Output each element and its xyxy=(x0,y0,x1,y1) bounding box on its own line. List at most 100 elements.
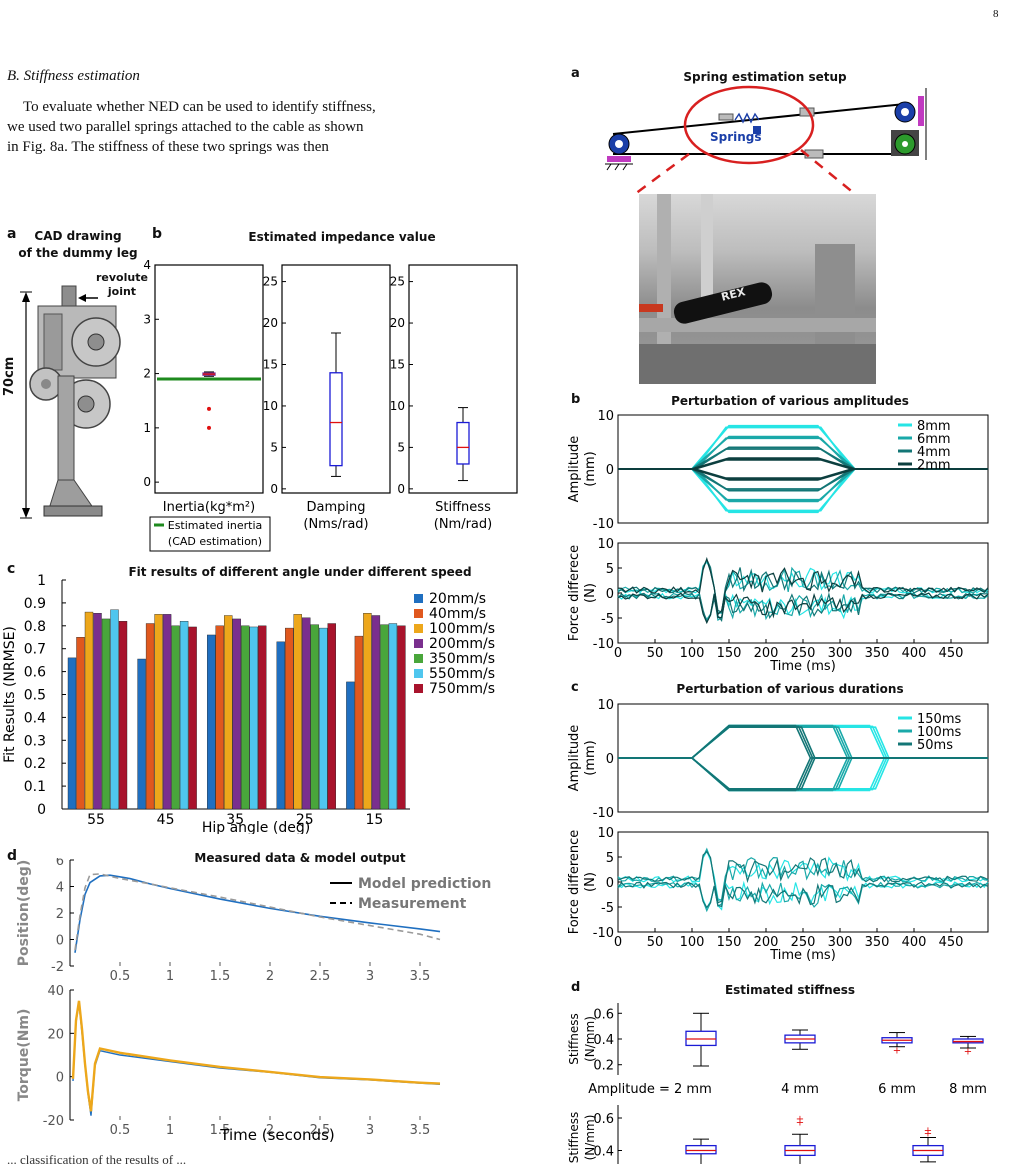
y-axis-label: Force difference xyxy=(567,830,582,935)
bar xyxy=(240,625,250,810)
outlier-point: + xyxy=(964,1047,972,1058)
y-axis-label: Stiffness xyxy=(567,1013,581,1064)
legend-label: 200mm/s xyxy=(429,636,495,652)
y-axis-label-2: (N/mm) xyxy=(583,1115,597,1161)
x-tick-label: 400 xyxy=(902,935,927,950)
x-axis-label-2: (Nms/rad) xyxy=(303,517,368,532)
bar xyxy=(302,617,311,810)
right-pulley xyxy=(894,88,927,160)
legend-swatch xyxy=(414,639,423,648)
amplitude-trace xyxy=(618,468,988,480)
y-tick-label: -10 xyxy=(593,806,614,821)
x-tick-label: 1 xyxy=(166,969,174,984)
force-trace xyxy=(617,847,989,901)
revolute-label-1: revolute xyxy=(96,271,148,284)
bar xyxy=(67,657,77,810)
y-tick-label: 5 xyxy=(606,851,614,866)
y-tick-label: 0.7 xyxy=(24,642,46,658)
x-tick-label: 2 xyxy=(266,969,274,984)
series-line xyxy=(72,1002,441,1116)
y-axis-label-2: (N/mm) xyxy=(583,1016,597,1062)
revolute-joint-label: revolute joint xyxy=(96,271,148,299)
bar xyxy=(76,637,85,810)
panel-d-title: Measured data & model output xyxy=(194,851,406,865)
x-tick-label: 35 xyxy=(226,812,244,828)
x-tick-label: 50 xyxy=(647,935,664,950)
impedance-chart: 01234Inertia(kg*m²)0510152025Damping(Nms… xyxy=(143,258,518,552)
page-number: 8 xyxy=(993,8,999,20)
y-axis-label-2: (mm) xyxy=(583,740,598,775)
bar xyxy=(137,658,146,810)
x-axis-label: Damping xyxy=(307,500,366,515)
force-trace xyxy=(617,556,989,616)
y-tick-label: -10 xyxy=(593,926,614,941)
y-tick-label: 10 xyxy=(597,826,614,841)
setup-photo: REX xyxy=(639,194,876,384)
y-tick-label: 0.4 xyxy=(24,710,46,726)
bar xyxy=(179,621,189,810)
y-tick-label: 5 xyxy=(606,562,614,577)
outlier-point: + xyxy=(796,1117,804,1128)
x-tick-label: 3.5 xyxy=(410,1123,431,1138)
x-tick-label: Amplitude = 2 mm xyxy=(588,1082,712,1097)
bar xyxy=(215,625,224,810)
outlier-point xyxy=(207,406,211,411)
bar xyxy=(371,615,381,810)
bar xyxy=(293,614,302,810)
y-tick-label: -5 xyxy=(601,612,614,627)
y-axis-label-2: (mm) xyxy=(583,451,598,486)
y-axis-label: Amplitude xyxy=(567,725,582,792)
cad-drawing xyxy=(20,285,121,519)
x-tick-label: 0.5 xyxy=(110,1123,131,1138)
y-tick-label: -10 xyxy=(593,637,614,652)
right-panel-b-letter: b xyxy=(571,392,581,407)
spring-setup-diagram xyxy=(605,85,927,196)
cad-title-line2: of the dummy leg xyxy=(18,246,138,260)
y-tick-label: 20 xyxy=(263,316,278,330)
y-tick-label: 0.4 xyxy=(593,1033,614,1048)
legend-swatch xyxy=(414,654,423,663)
outlier-point xyxy=(207,425,211,430)
bar xyxy=(346,681,355,810)
x-tick-label: 2.5 xyxy=(310,969,331,984)
bar xyxy=(171,625,180,810)
legend-swatch xyxy=(414,609,423,618)
x-tick-label: 250 xyxy=(791,935,816,950)
bar xyxy=(285,627,294,810)
force-trace xyxy=(617,850,989,904)
x-tick-label: 150 xyxy=(717,646,742,661)
box xyxy=(456,421,470,465)
y-axis-label-2: (N) xyxy=(583,583,598,603)
y-tick-label: 15 xyxy=(263,357,278,371)
box xyxy=(685,1144,717,1155)
legend-swatch xyxy=(414,594,423,603)
legend-label: 100mm/s xyxy=(429,621,495,637)
x-tick-label: 1.5 xyxy=(210,969,231,984)
legend-label: 40mm/s xyxy=(429,606,486,622)
y-tick-label: 0.2 xyxy=(593,1059,614,1074)
axes-frame xyxy=(281,264,391,494)
legend-label: 750mm/s xyxy=(429,681,495,697)
legend-label: 8mm xyxy=(917,419,951,434)
bar xyxy=(276,641,285,810)
x-tick-label: 450 xyxy=(939,935,964,950)
bar xyxy=(118,621,128,810)
x-tick-label: 6 mm xyxy=(878,1082,916,1097)
y-tick-label: 0 xyxy=(606,752,614,767)
bar xyxy=(84,611,94,810)
bar xyxy=(310,624,319,810)
force-trace xyxy=(617,880,989,911)
x-tick-label: 250 xyxy=(791,646,816,661)
box xyxy=(329,372,343,467)
y-tick-label: 25 xyxy=(263,275,278,289)
x-tick-label: 300 xyxy=(828,646,853,661)
springs-label: Springs xyxy=(710,130,762,144)
section-heading: B. Stiffness estimation xyxy=(7,68,140,84)
cad-title-line1: CAD drawing xyxy=(34,229,122,243)
legend-label: 350mm/s xyxy=(429,651,495,667)
x-tick-label: 300 xyxy=(828,935,853,950)
y-tick-label: 0 xyxy=(606,463,614,478)
y-tick-label: 0.8 xyxy=(24,619,46,635)
